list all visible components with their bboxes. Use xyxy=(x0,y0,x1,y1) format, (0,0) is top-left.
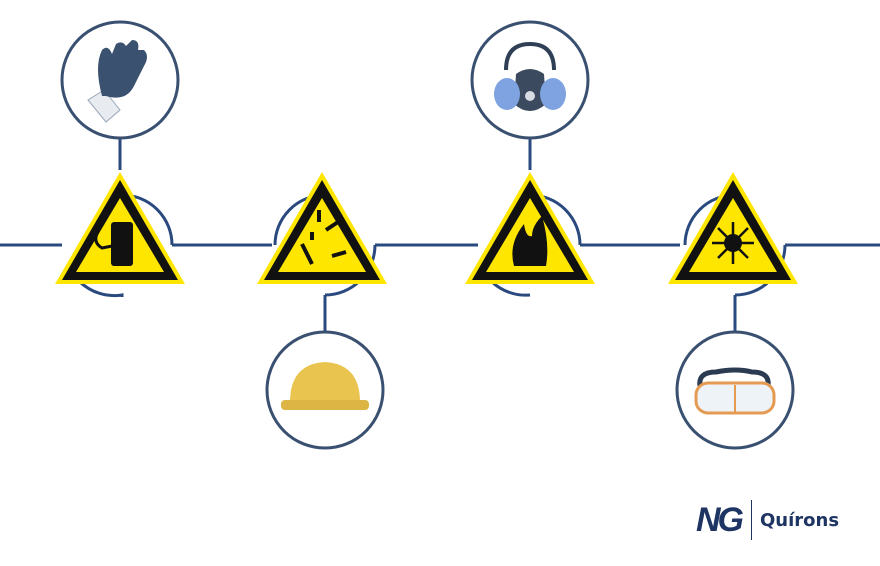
flammable-hazard-icon xyxy=(465,172,595,284)
company-logo: NG Quírons xyxy=(696,500,839,540)
radiation-light-hazard-icon xyxy=(668,172,798,284)
falling-objects-hazard-icon xyxy=(257,172,387,284)
hard-hat-icon xyxy=(265,330,385,450)
logo-text: Quírons xyxy=(760,509,840,531)
logo-divider xyxy=(751,500,752,540)
electric-shock-hazard-icon xyxy=(55,172,185,284)
logo-mark: NG xyxy=(696,500,744,539)
respirator-mask-icon xyxy=(470,20,590,140)
protective-gloves-icon xyxy=(60,20,180,140)
safety-goggles-icon xyxy=(675,330,795,450)
